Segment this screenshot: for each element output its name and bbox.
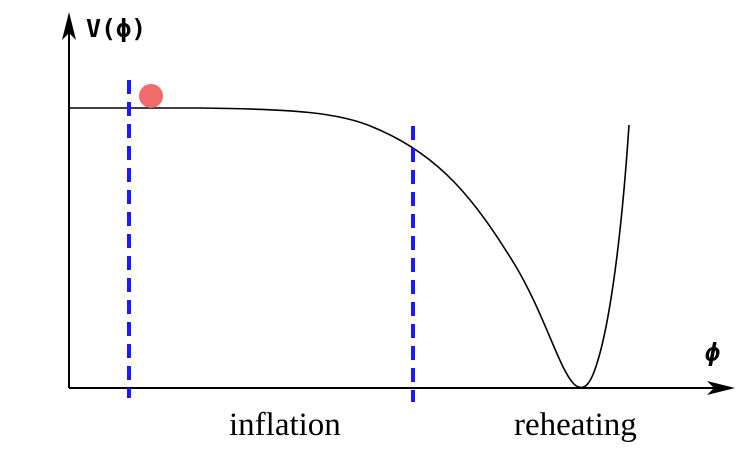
y-axis <box>62 12 76 388</box>
inflation-region-label: inflation <box>229 407 341 443</box>
x-axis-label: ϕ <box>705 338 720 367</box>
x-axis <box>69 381 735 395</box>
potential-curve <box>69 107 630 389</box>
x-axis-arrowhead <box>707 381 735 395</box>
inflaton-ball <box>139 84 163 108</box>
reheating-region-label: reheating <box>514 407 637 443</box>
y-axis-label: V(ϕ) <box>86 14 146 43</box>
y-axis-arrowhead <box>62 12 76 40</box>
